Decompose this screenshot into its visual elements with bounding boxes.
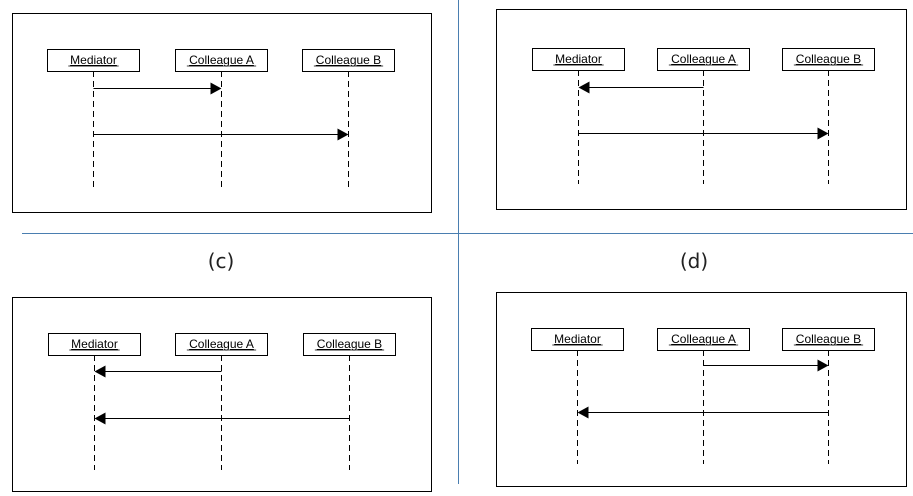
horizontal-divider [22, 233, 913, 234]
participant-label: Colleague A [189, 53, 254, 67]
panel-caption-c: (c) [207, 249, 235, 273]
arrowhead [94, 412, 106, 425]
panel-frame-a [12, 13, 432, 213]
arrowhead [337, 128, 349, 141]
arrowhead [578, 81, 590, 94]
arrowhead [577, 406, 589, 419]
participant-label: Mediator [555, 52, 602, 66]
panel-caption-d: (d) [679, 249, 709, 273]
participant-label: Colleague A [671, 52, 736, 66]
participant-label: Colleague A [189, 337, 254, 351]
participant-label: Colleague B [317, 337, 382, 351]
panel-frame-b [496, 9, 907, 210]
arrowhead [817, 127, 829, 140]
participant-label: Mediator [554, 332, 601, 346]
participant-label: Mediator [71, 337, 118, 351]
participant-label: Colleague B [796, 332, 861, 346]
panel-frame-c [12, 297, 432, 492]
arrowhead [210, 82, 222, 95]
participant-label: Colleague B [316, 53, 381, 67]
participant-label: Mediator [70, 53, 117, 67]
arrowhead [94, 365, 106, 378]
participant-label: Colleague A [671, 332, 736, 346]
participant-label: Colleague B [796, 52, 861, 66]
arrowhead [817, 359, 829, 372]
vertical-divider [458, 0, 459, 484]
panel-frame-d [496, 292, 907, 487]
